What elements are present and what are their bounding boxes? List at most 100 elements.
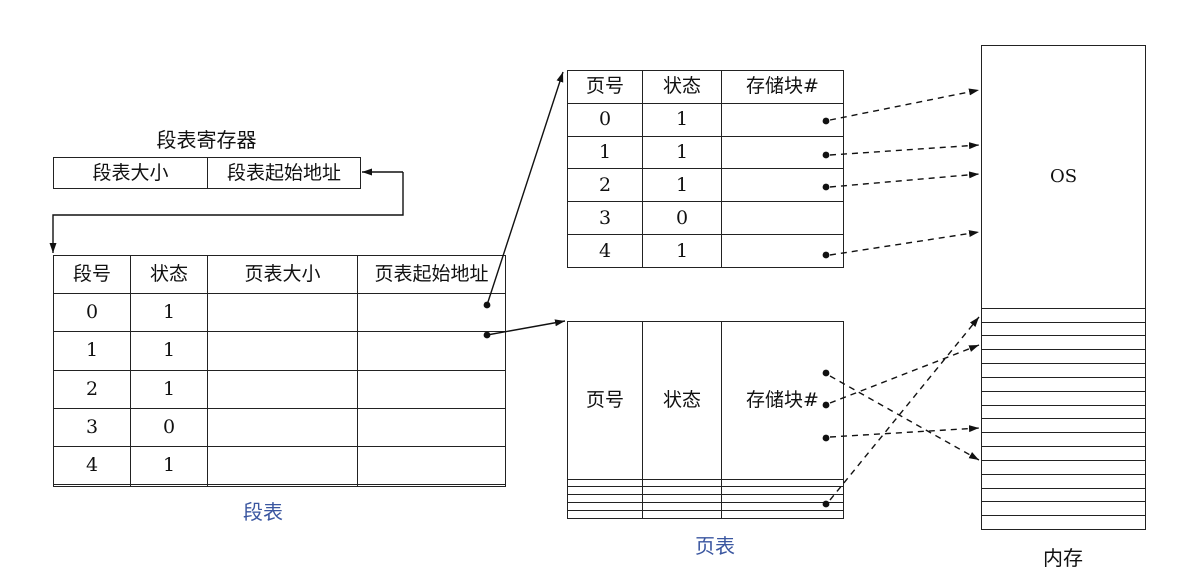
memory-block bbox=[981, 446, 1146, 461]
memory-block bbox=[981, 390, 1146, 406]
block-cell bbox=[721, 494, 844, 504]
segment-number-cell bbox=[53, 484, 131, 487]
page-table-size-cell bbox=[207, 293, 358, 333]
memory-block-cell bbox=[981, 376, 1146, 392]
status-cell bbox=[130, 484, 208, 487]
memory-block bbox=[981, 376, 1146, 392]
memory-block bbox=[981, 501, 1146, 517]
table-row bbox=[567, 486, 844, 496]
memory-block bbox=[981, 418, 1146, 434]
memory-block bbox=[981, 363, 1146, 378]
status-cell: 1 bbox=[642, 234, 722, 268]
memory-column: OS bbox=[981, 45, 1146, 530]
page-table-1: 页号 状态 存储块# 0 1 1 1 2 1 3 0 4 1 bbox=[567, 70, 844, 268]
page-number-cell bbox=[567, 486, 643, 496]
status-cell: 1 bbox=[130, 293, 208, 333]
status-cell bbox=[642, 478, 722, 488]
pt2-row0-dashed-arrow bbox=[829, 375, 980, 461]
status-cell: 0 bbox=[130, 407, 208, 447]
header-cell: 页号 bbox=[567, 70, 643, 104]
memory-block bbox=[981, 473, 1146, 489]
block-cell bbox=[721, 502, 844, 512]
page-table-size-cell bbox=[207, 407, 358, 447]
status-cell: 1 bbox=[642, 102, 722, 137]
memory-block-cell bbox=[981, 349, 1146, 365]
table-row: 3 0 bbox=[53, 407, 506, 447]
segment-table: 段号 状态 页表大小 页表起始地址 0 1 1 1 2 1 3 0 bbox=[53, 254, 506, 487]
memory-block-cell bbox=[981, 390, 1146, 406]
status-cell bbox=[642, 502, 722, 512]
table-row: 0 1 bbox=[53, 293, 506, 333]
table-row: 2 1 bbox=[567, 168, 844, 203]
header-cell: 状态 bbox=[642, 70, 722, 104]
memory-block-cell bbox=[981, 446, 1146, 461]
table-row: 0 1 bbox=[567, 102, 844, 137]
pt2-row2-dashed-arrow bbox=[829, 425, 980, 438]
memory-block bbox=[981, 349, 1146, 365]
pt1-row2-dashed-arrow bbox=[829, 171, 980, 188]
segment-table-header-row: 段号 状态 页表大小 页表起始地址 bbox=[53, 254, 506, 295]
block-cell bbox=[721, 201, 844, 236]
table-row: 4 1 bbox=[53, 445, 506, 486]
header-cell: 页表大小 bbox=[207, 254, 358, 295]
memory-block bbox=[981, 515, 1146, 530]
page-number-cell bbox=[567, 478, 643, 488]
page-table-header-row: 页号 状态 存储块# bbox=[567, 321, 844, 480]
memory-os-cell: OS bbox=[981, 45, 1146, 309]
memory-block-cell bbox=[981, 487, 1146, 503]
status-cell: 1 bbox=[642, 135, 722, 170]
table-row bbox=[567, 494, 844, 504]
pt1-row1-dashed-arrow bbox=[829, 142, 980, 156]
status-cell bbox=[642, 486, 722, 496]
memory-block-cell bbox=[981, 501, 1146, 517]
page-table-start-cell bbox=[357, 293, 506, 333]
memory-block-cell bbox=[981, 432, 1146, 448]
page-table-header-row: 页号 状态 存储块# bbox=[567, 70, 844, 104]
memory-block bbox=[981, 335, 1146, 351]
memory-block-cell bbox=[981, 404, 1146, 420]
memory-block-cell bbox=[981, 335, 1146, 351]
table-row bbox=[567, 510, 844, 519]
header-cell: 状态 bbox=[642, 321, 722, 480]
memory-block bbox=[981, 307, 1146, 323]
segment-number-cell: 4 bbox=[53, 445, 131, 486]
memory-block-cell bbox=[981, 459, 1146, 475]
page-number-cell: 0 bbox=[567, 102, 643, 137]
memory-caption: 内存 bbox=[1043, 546, 1083, 570]
block-cell bbox=[721, 486, 844, 496]
memory-block-cell bbox=[981, 515, 1146, 530]
page-number-cell bbox=[567, 494, 643, 504]
memory-block bbox=[981, 432, 1146, 448]
page-table-start-cell bbox=[357, 484, 506, 487]
block-cell bbox=[721, 135, 844, 170]
page-table-size-cell bbox=[207, 445, 358, 486]
page-table-start-cell bbox=[357, 445, 506, 486]
page-number-cell bbox=[567, 502, 643, 512]
pt1-row4-dashed-arrow bbox=[829, 230, 980, 256]
register-title: 段表寄存器 bbox=[156, 128, 257, 152]
memory-block bbox=[981, 321, 1146, 337]
table-row: 4 1 bbox=[567, 234, 844, 268]
segment-number-cell: 1 bbox=[53, 331, 131, 371]
page-number-cell: 4 bbox=[567, 234, 643, 268]
table-row: 1 1 bbox=[567, 135, 844, 170]
header-cell: 页号 bbox=[567, 321, 643, 480]
segment-number-cell: 0 bbox=[53, 293, 131, 333]
page-table-size-cell bbox=[207, 484, 358, 487]
header-cell: 段号 bbox=[53, 254, 131, 295]
block-cell bbox=[721, 168, 844, 203]
segment-number-cell: 2 bbox=[53, 369, 131, 409]
status-cell: 1 bbox=[130, 369, 208, 409]
table-row: 2 1 bbox=[53, 369, 506, 409]
segment-table-caption: 段表 bbox=[243, 500, 283, 524]
status-cell: 0 bbox=[642, 201, 722, 236]
status-cell: 1 bbox=[130, 331, 208, 371]
header-cell: 存储块# bbox=[721, 321, 844, 480]
page-table-caption: 页表 bbox=[695, 534, 735, 558]
page-table-size-cell bbox=[207, 331, 358, 371]
pt2-row1-dashed-arrow bbox=[829, 344, 980, 404]
memory-block-cell bbox=[981, 321, 1146, 337]
page-table-start-cell bbox=[357, 407, 506, 447]
register-cell-start: 段表起始地址 bbox=[207, 157, 361, 189]
